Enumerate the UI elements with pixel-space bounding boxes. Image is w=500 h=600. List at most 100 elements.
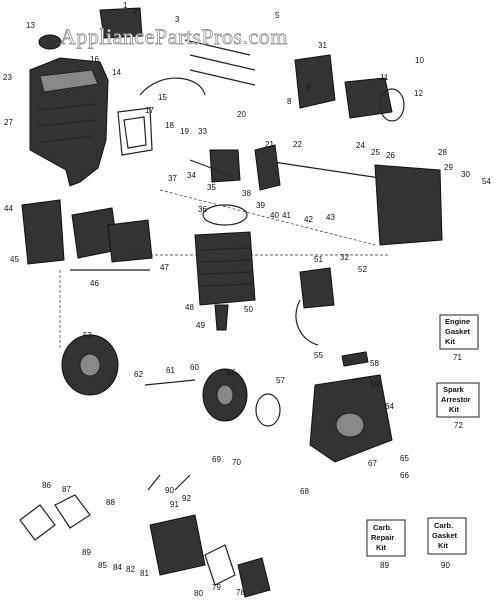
- callout-label: 48: [185, 303, 194, 312]
- callout-label: 39: [256, 201, 265, 210]
- kit-label-line: Repair: [371, 533, 394, 542]
- callout-labels: 1 2 3 5 8 9 10 11 12 13 14 15 16 17 18 1…: [3, 1, 491, 598]
- callout-label: 56: [227, 368, 236, 377]
- crank-arm: [254, 144, 281, 191]
- crankshaft: [259, 159, 381, 179]
- cylinder: [194, 231, 256, 306]
- callout-label: 27: [4, 118, 13, 127]
- kit-label-line: Kit: [438, 541, 449, 550]
- recoil-spring: [255, 393, 281, 427]
- callout-label: 40: [270, 211, 279, 220]
- callout-label: 78: [236, 588, 245, 597]
- callout-label: 53: [83, 331, 92, 340]
- spark-plug: [214, 304, 229, 331]
- kit-label-line: Kit: [445, 337, 456, 346]
- callout-label: 64: [385, 402, 394, 411]
- callout-label: 2: [133, 7, 138, 16]
- cylinder-gasket: [202, 204, 248, 226]
- starter-handle: [341, 351, 369, 367]
- callout-label: 22: [293, 140, 302, 149]
- callout-label: 52: [358, 265, 367, 274]
- callout-label: 68: [300, 487, 309, 496]
- cylinder-fins: [199, 247, 253, 287]
- callout-label: 20: [237, 110, 246, 119]
- callout-label: 35: [207, 183, 216, 192]
- callout-label: 21: [265, 140, 274, 149]
- callout-label: 44: [4, 204, 13, 213]
- callout-label: 86: [42, 481, 51, 490]
- callout-label: 49: [196, 321, 205, 330]
- callout-label: 80: [194, 589, 203, 598]
- carb-diaphragm: [54, 494, 91, 529]
- kit-engine-gasket: Engine Gasket Kit 71: [439, 314, 479, 362]
- callout-label: 28: [438, 148, 447, 157]
- muffler-gasket: [117, 107, 153, 156]
- kit-label-line: Kit: [376, 543, 387, 552]
- callout-label: 79: [212, 583, 221, 592]
- callout-label: 31: [318, 41, 327, 50]
- kit-number: 72: [454, 421, 463, 430]
- callout-label: 89: [82, 548, 91, 557]
- kit-number: 90: [441, 561, 450, 570]
- callout-label: 88: [106, 498, 115, 507]
- callout-label: 11: [380, 73, 389, 82]
- callout-label: 38: [242, 189, 251, 198]
- kit-label-line: Gasket: [445, 327, 471, 336]
- callout-label: 1: [123, 1, 128, 10]
- callout-label: 50: [244, 305, 253, 314]
- callout-label: 30: [461, 170, 470, 179]
- callout-label: 15: [158, 93, 167, 102]
- callout-label: 84: [113, 563, 122, 572]
- callout-label: 60: [190, 363, 199, 372]
- callout-label: 91: [170, 500, 179, 509]
- kit-carb-gasket: Carb. Gasket Kit 90: [427, 517, 467, 570]
- callout-label: 23: [3, 73, 12, 82]
- callout-label: 81: [140, 569, 149, 578]
- callout-label: 58: [370, 359, 379, 368]
- kit-box: [427, 517, 467, 555]
- kit-label-line: Engine: [445, 317, 470, 326]
- kit-spark-arrestor: Spark Arrestor Kit 72: [436, 382, 480, 430]
- callout-label: 45: [10, 255, 19, 264]
- air-filter-cover: [107, 219, 153, 263]
- callout-label: 13: [26, 21, 35, 30]
- callout-label: 18: [165, 121, 174, 130]
- callout-label: 46: [90, 279, 99, 288]
- clutch-ring: [379, 88, 405, 122]
- kit-label-line: Carb.: [373, 523, 392, 532]
- callout-label: 12: [414, 89, 423, 98]
- callout-label: 9: [306, 83, 311, 92]
- kit-carb-repair: Carb. Repair Kit 89: [366, 519, 406, 570]
- callout-label: 24: [356, 141, 365, 150]
- carb-end-cover: [237, 557, 271, 598]
- callout-label: 19: [180, 127, 189, 136]
- callout-label: 34: [187, 171, 196, 180]
- callout-label: 5: [275, 11, 280, 20]
- callout-label: 87: [62, 485, 71, 494]
- callout-label: 42: [304, 215, 313, 224]
- parts-drawings: [19, 7, 443, 598]
- callout-label: 54: [482, 177, 491, 186]
- callout-label: 85: [98, 561, 107, 570]
- drive-shaft: [144, 379, 196, 386]
- watermark-text: AppliancePartsPros.com: [60, 24, 288, 49]
- callout-label: 70: [232, 458, 241, 467]
- kit-number: 89: [380, 561, 389, 570]
- crankcase: [374, 164, 443, 246]
- callout-label: 69: [212, 455, 221, 464]
- housing-screws: [184, 39, 256, 86]
- callout-label: 8: [287, 97, 292, 106]
- piston: [209, 149, 241, 183]
- callout-label: 47: [160, 263, 169, 272]
- clutch-housing: [344, 77, 393, 119]
- assembly-lines: [59, 189, 390, 350]
- mount-plate: [294, 54, 336, 109]
- throttle-cable: [139, 77, 206, 96]
- callout-label: 10: [415, 56, 424, 65]
- callout-label: 33: [198, 127, 207, 136]
- kit-box: [439, 314, 479, 350]
- callout-label: 41: [282, 211, 291, 220]
- kit-box: [436, 382, 480, 418]
- callout-label: 32: [340, 253, 349, 262]
